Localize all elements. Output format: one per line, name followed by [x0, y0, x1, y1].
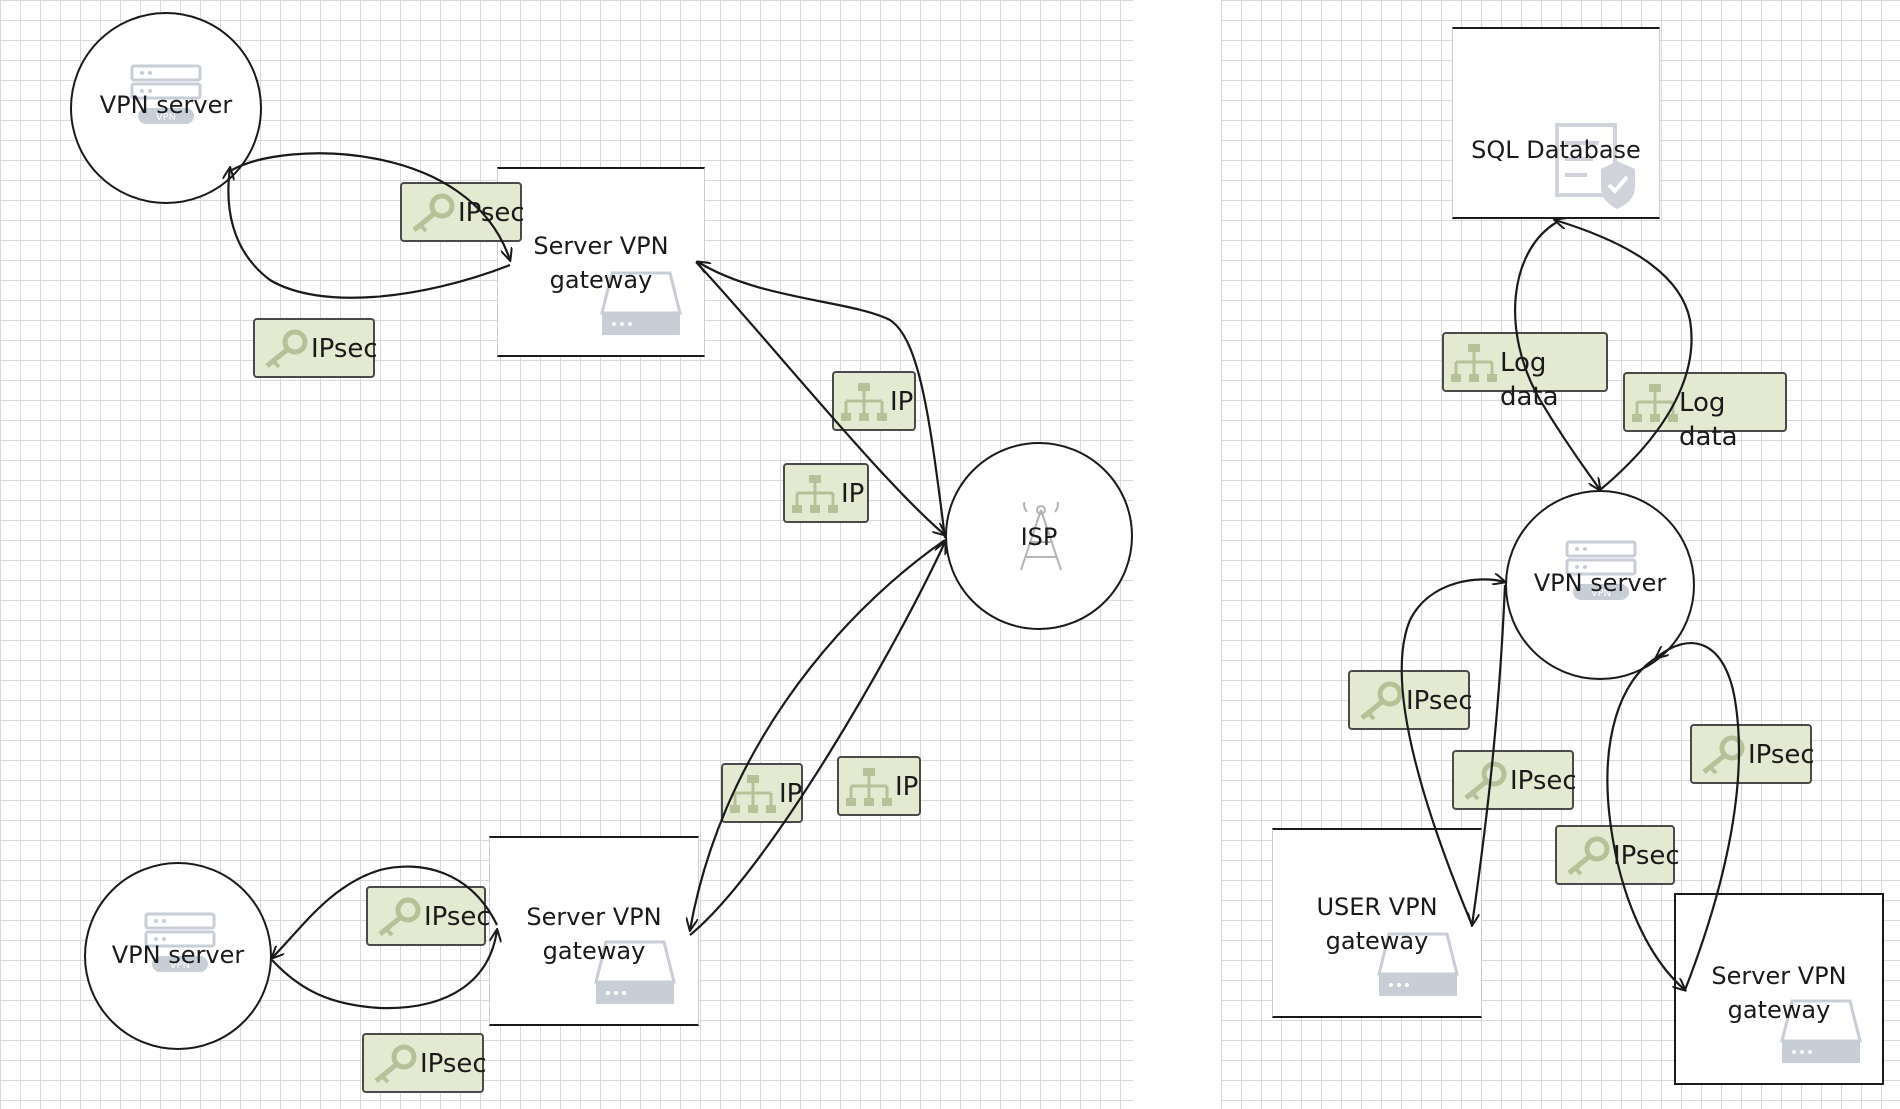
- node-label: Server VPN gateway: [526, 903, 662, 965]
- vpn-badge-text: VPN: [156, 112, 176, 123]
- panel-divider: [1133, 0, 1221, 1109]
- node-label: Server VPN gateway: [533, 232, 669, 294]
- edge-label-ipsec[interactable]: IPsec: [1452, 750, 1577, 810]
- edge-label-text: IP: [841, 479, 865, 509]
- edge-label-ip[interactable]: IP: [832, 371, 916, 431]
- edge-label-text: IPsec: [1613, 841, 1680, 871]
- edge-label-text: IPsec: [1748, 740, 1815, 770]
- key-icon: [1464, 761, 1507, 801]
- node-label: SQL Database: [1471, 136, 1641, 164]
- network-topology-icon: [1451, 344, 1497, 382]
- edge-label-ipsec[interactable]: IPsec: [253, 318, 378, 378]
- vpn-badge-text: VPN: [170, 960, 190, 971]
- node-label: USER VPN gateway: [1316, 893, 1438, 955]
- edge-label-text: Log data: [1679, 388, 1738, 452]
- network-topology-icon: [730, 775, 776, 813]
- database-icon: [1555, 123, 1635, 209]
- network-topology-icon: [792, 475, 838, 513]
- key-icon: [265, 329, 308, 369]
- edge-label-text: IPsec: [1406, 686, 1473, 716]
- node-label: VPN server: [111, 941, 245, 969]
- network-tower-icon: [1020, 502, 1062, 571]
- key-icon: [374, 1044, 417, 1084]
- vpn-badge-text: VPN: [1591, 588, 1611, 599]
- server-vpn-gateway-node-right[interactable]: Server VPN gateway: [1674, 893, 1884, 1085]
- key-icon: [378, 897, 421, 937]
- edge-label-text: IPsec: [458, 198, 525, 228]
- edge-label-text: IPsec: [420, 1049, 487, 1079]
- edge-label-log-data[interactable]: Log data: [1442, 332, 1608, 412]
- edge-label-ipsec[interactable]: IPsec: [1348, 670, 1473, 730]
- edge-label-ip[interactable]: IP: [783, 463, 869, 523]
- network-topology-icon: [1632, 384, 1678, 422]
- edge-label-text: IP: [890, 387, 914, 417]
- key-icon: [1567, 836, 1610, 876]
- edge-label-ipsec[interactable]: IPsec: [366, 886, 491, 946]
- edge-label-ip[interactable]: IP: [837, 756, 921, 816]
- gateway-device-icon: [1377, 932, 1459, 996]
- gateway-device-icon: [600, 271, 682, 335]
- server-icon: VPN: [130, 64, 202, 124]
- node-label: ISP: [1020, 523, 1058, 551]
- edge-label-text: IPsec: [311, 334, 378, 364]
- edge-label-ipsec[interactable]: IPsec: [1690, 724, 1815, 784]
- vpn-server-node-right[interactable]: VPN VPN server: [1505, 490, 1695, 680]
- server-vpn-gateway-node-top[interactable]: Server VPN gateway: [497, 167, 705, 357]
- server-icon: VPN: [1565, 540, 1637, 600]
- network-topology-icon: [841, 383, 887, 421]
- edge-label-ipsec[interactable]: IPsec: [1555, 825, 1680, 885]
- key-icon: [412, 193, 455, 233]
- edge-label-text: IPsec: [1510, 766, 1577, 796]
- server-icon: VPN: [144, 912, 216, 972]
- edge-label-text: IP: [895, 772, 919, 802]
- node-label: VPN server: [99, 91, 233, 119]
- edge-label-text: Log data: [1500, 348, 1559, 412]
- key-icon: [1360, 681, 1403, 721]
- vpn-server-node-top[interactable]: VPN VPN server: [70, 12, 262, 204]
- edge-label-text: IPsec: [424, 902, 491, 932]
- edge-label-ip[interactable]: IP: [721, 763, 803, 823]
- gateway-device-icon: [594, 940, 676, 1004]
- user-vpn-gateway-node[interactable]: USER VPN gateway: [1272, 828, 1482, 1018]
- edge-label-log-data[interactable]: Log data: [1623, 372, 1787, 452]
- node-label: VPN server: [1533, 569, 1667, 597]
- node-label: Server VPN gateway: [1711, 962, 1847, 1024]
- isp-node[interactable]: ISP: [945, 442, 1133, 630]
- edge-label-ipsec[interactable]: IPsec: [362, 1033, 487, 1093]
- sql-database-node[interactable]: SQL Database: [1452, 27, 1660, 219]
- vpn-server-node-bottom[interactable]: VPN VPN server: [84, 862, 272, 1050]
- network-topology-icon: [846, 768, 892, 806]
- edge-label-text: IP: [779, 779, 803, 809]
- gateway-device-icon: [1780, 999, 1862, 1063]
- key-icon: [1702, 735, 1745, 775]
- server-vpn-gateway-node-bottom[interactable]: Server VPN gateway: [489, 836, 699, 1026]
